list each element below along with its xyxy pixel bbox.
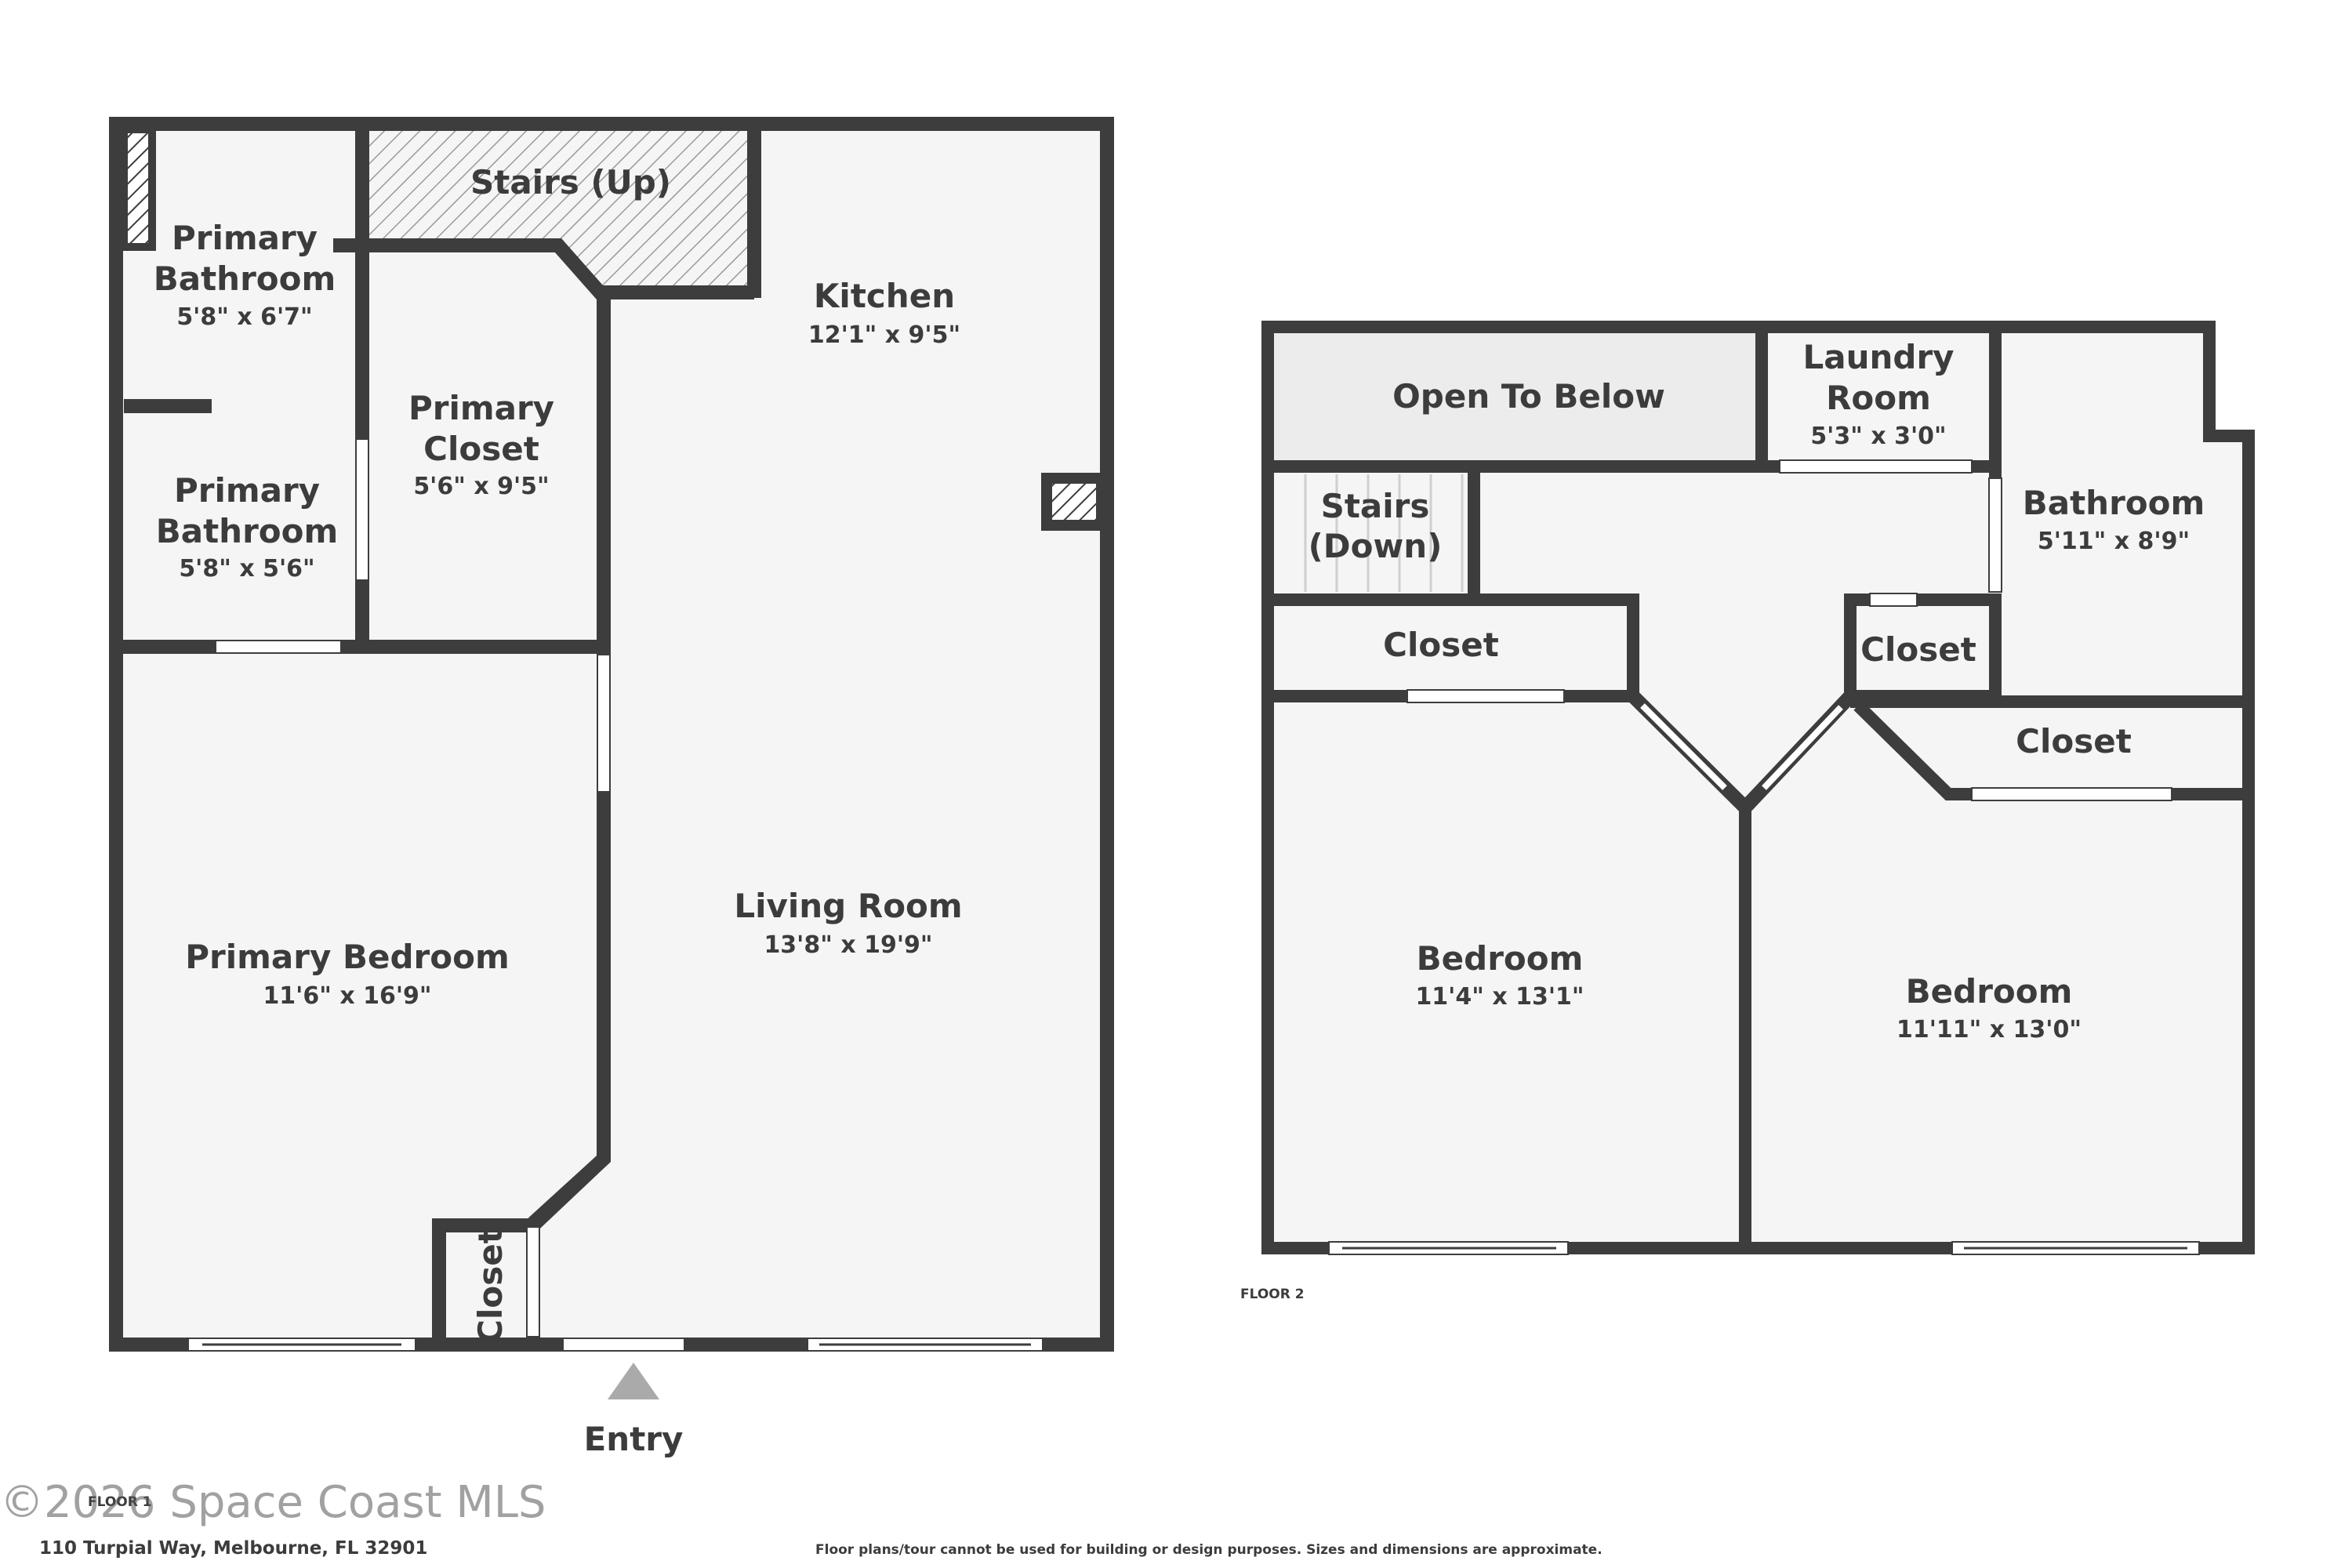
primary-bath-1-dims: 5'8" x 6'7" bbox=[176, 303, 312, 331]
bedroom-right-dims: 11'11" x 13'0" bbox=[1896, 1016, 2082, 1044]
stairs-up-label: Stairs (Up) bbox=[470, 163, 671, 201]
floor-1-interior-walls bbox=[116, 124, 761, 1345]
primary-bedroom-dims: 11'6" x 16'9" bbox=[263, 982, 431, 1010]
living-room-dims: 13'8" x 19'9" bbox=[764, 931, 932, 959]
primary-bath-2-name-1: Primary bbox=[174, 471, 320, 510]
primary-bath-1-name-2: Bathroom bbox=[154, 260, 336, 298]
entry-label: Entry bbox=[584, 1420, 684, 1458]
primary-bedroom-name: Primary Bedroom bbox=[185, 938, 509, 976]
closet-f2-left: Closet bbox=[1383, 626, 1499, 664]
floor-1-label: FLOOR 1 bbox=[88, 1494, 152, 1510]
floor-2: Open To Below Laundry Room 5'3" x 3'0" B… bbox=[1240, 321, 2255, 1302]
kitchen-dims: 12'1" x 9'5" bbox=[808, 321, 960, 349]
primary-closet-name-2: Closet bbox=[423, 430, 539, 468]
bathroom-f2-name: Bathroom bbox=[2023, 484, 2205, 522]
open-to-below-label: Open To Below bbox=[1392, 377, 1665, 416]
floor-2-angled-doors bbox=[1628, 691, 1856, 813]
kitchen-pillar bbox=[1041, 473, 1107, 531]
stairs-down-name-2: (Down) bbox=[1308, 527, 1443, 565]
address-text: 110 Turpial Way, Melbourne, FL 32901 bbox=[39, 1538, 427, 1559]
floor-2-outer-wall bbox=[1261, 321, 2255, 1254]
open-to-below-area bbox=[1274, 333, 1755, 463]
living-room-name: Living Room bbox=[734, 887, 962, 925]
kitchen-name: Kitchen bbox=[814, 277, 955, 315]
stairs-down-steps bbox=[1304, 474, 1464, 592]
laundry-name-1: Laundry bbox=[1802, 338, 1954, 376]
bedroom-right-name: Bedroom bbox=[1906, 972, 2073, 1011]
bedroom-left-dims: 11'4" x 13'1" bbox=[1415, 983, 1584, 1011]
laundry-dims: 5'3" x 3'0" bbox=[1810, 423, 1946, 450]
bathroom-f2-dims: 5'11" x 8'9" bbox=[2038, 528, 2190, 555]
floor-2-label: FLOOR 2 bbox=[1240, 1287, 1305, 1302]
closet-f1-name: Closet bbox=[471, 1228, 510, 1344]
closet-f2-mid: Closet bbox=[1860, 630, 1976, 669]
laundry-name-2: Room bbox=[1826, 379, 1931, 417]
floor-1-windows bbox=[187, 438, 1044, 1352]
disclaimer-text: Floor plans/tour cannot be used for buil… bbox=[815, 1542, 1602, 1558]
primary-bath-1-name-1: Primary bbox=[172, 219, 318, 257]
floor-1-outer-wall bbox=[109, 117, 1114, 1352]
entry-arrow-icon bbox=[608, 1363, 659, 1399]
primary-closet-dims: 5'6" x 9'5" bbox=[413, 473, 549, 500]
watermark-text: ©2026 Space Coast MLS bbox=[0, 1477, 546, 1528]
duct-chase bbox=[120, 125, 156, 251]
stairs-down-name-1: Stairs bbox=[1321, 487, 1430, 525]
bedroom-left-name: Bedroom bbox=[1417, 939, 1584, 978]
closet-f2-right: Closet bbox=[2016, 722, 2132, 760]
stairs-up-area bbox=[368, 129, 749, 292]
floor-1-surface bbox=[116, 124, 1107, 1345]
primary-bath-2-dims: 5'8" x 5'6" bbox=[179, 555, 314, 583]
primary-closet-name-1: Primary bbox=[408, 389, 554, 427]
floor-1: Primary Bathroom 5'8" x 6'7" Primary Bat… bbox=[88, 117, 1114, 1510]
floor-2-interior-walls bbox=[1268, 327, 2249, 1248]
primary-bath-2-name-2: Bathroom bbox=[156, 512, 339, 550]
floor-2-windows bbox=[1328, 459, 2200, 1255]
